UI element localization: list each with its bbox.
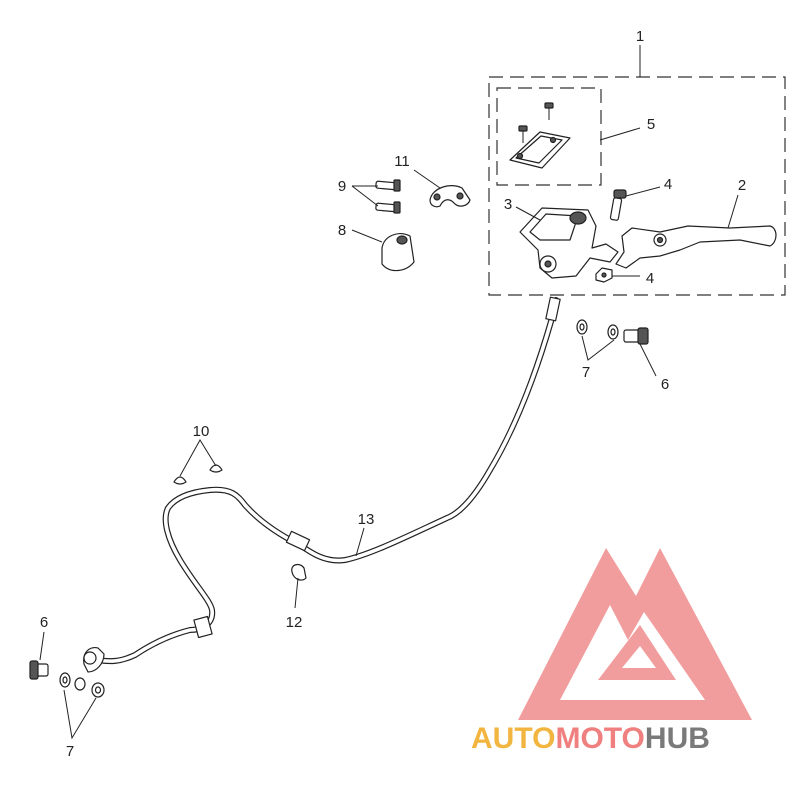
callout-13: 13: [358, 511, 375, 528]
lever-pivot-bolt: [609, 189, 627, 221]
washer-upper-1-hole: [579, 323, 585, 331]
clamp-bolt-lower: [375, 201, 401, 214]
cover-screw-2: [518, 125, 528, 143]
callout-8: 8: [338, 222, 346, 239]
callout-4-lower: 4: [646, 270, 654, 287]
callout-9: 9: [338, 178, 346, 195]
lower-banjo-fitting: [83, 647, 105, 673]
hose-upper-fitting: [545, 296, 561, 322]
svg-text:AUTOMOTOHUB: AUTOMOTOHUB: [471, 722, 710, 755]
callout-10: 10: [193, 423, 210, 440]
hose-grommet: [193, 615, 213, 639]
callout-6-lower: 6: [40, 614, 48, 631]
washer-lower-3: [74, 677, 86, 691]
washer-upper-2-hole: [610, 328, 616, 336]
banjo-bolt-upper: [623, 327, 649, 345]
clip-10-right: [209, 464, 223, 473]
callout-6-upper: 6: [661, 376, 669, 393]
clip-10-left: [173, 476, 187, 485]
callout-5: 5: [647, 116, 655, 133]
leader-lines: [39, 45, 739, 740]
assembly-box-1: [488, 76, 786, 296]
callout-3: 3: [504, 196, 512, 213]
cover-screw-1: [544, 102, 554, 120]
watermark-text: AUTOMOTOHUB: [471, 722, 710, 755]
clamp-12: [291, 563, 307, 581]
lever-pivot-nut: [595, 267, 613, 283]
washer-lower-1-hole: [62, 676, 68, 684]
watermark-triangle-hole: [622, 646, 656, 668]
watermark-logo: [518, 548, 752, 720]
callout-7-upper: 7: [582, 364, 590, 381]
clutch-lever: [615, 225, 777, 269]
callout-11: 11: [394, 153, 410, 170]
callout-4-upper: 4: [664, 176, 672, 193]
banjo-bolt-lower: [29, 660, 49, 680]
callout-7-lower: 7: [66, 743, 74, 760]
watermark-text-auto: AUTO: [471, 722, 555, 755]
watermark-text-hub: HUB: [645, 722, 710, 755]
reservoir-cover: [509, 131, 571, 169]
callout-12: 12: [286, 614, 303, 631]
callout-labels: 1 2 3 4 4 5 6 6 7 7 8 9 10 11 12 13: [40, 28, 746, 760]
clamp-bolt-upper: [375, 179, 401, 192]
hose-sleeve: [285, 530, 311, 552]
callout-1: 1: [636, 28, 644, 45]
callout-2: 2: [738, 177, 746, 194]
clutch-hose: [95, 297, 559, 665]
clamp-upper-half: [429, 185, 471, 208]
washer-lower-2-hole: [94, 686, 102, 694]
clamp-lower-half: [381, 233, 415, 272]
assembly-box-5: [496, 87, 602, 186]
watermark-text-moto: MOTO: [555, 722, 644, 755]
master-cylinder-body: [519, 207, 619, 279]
